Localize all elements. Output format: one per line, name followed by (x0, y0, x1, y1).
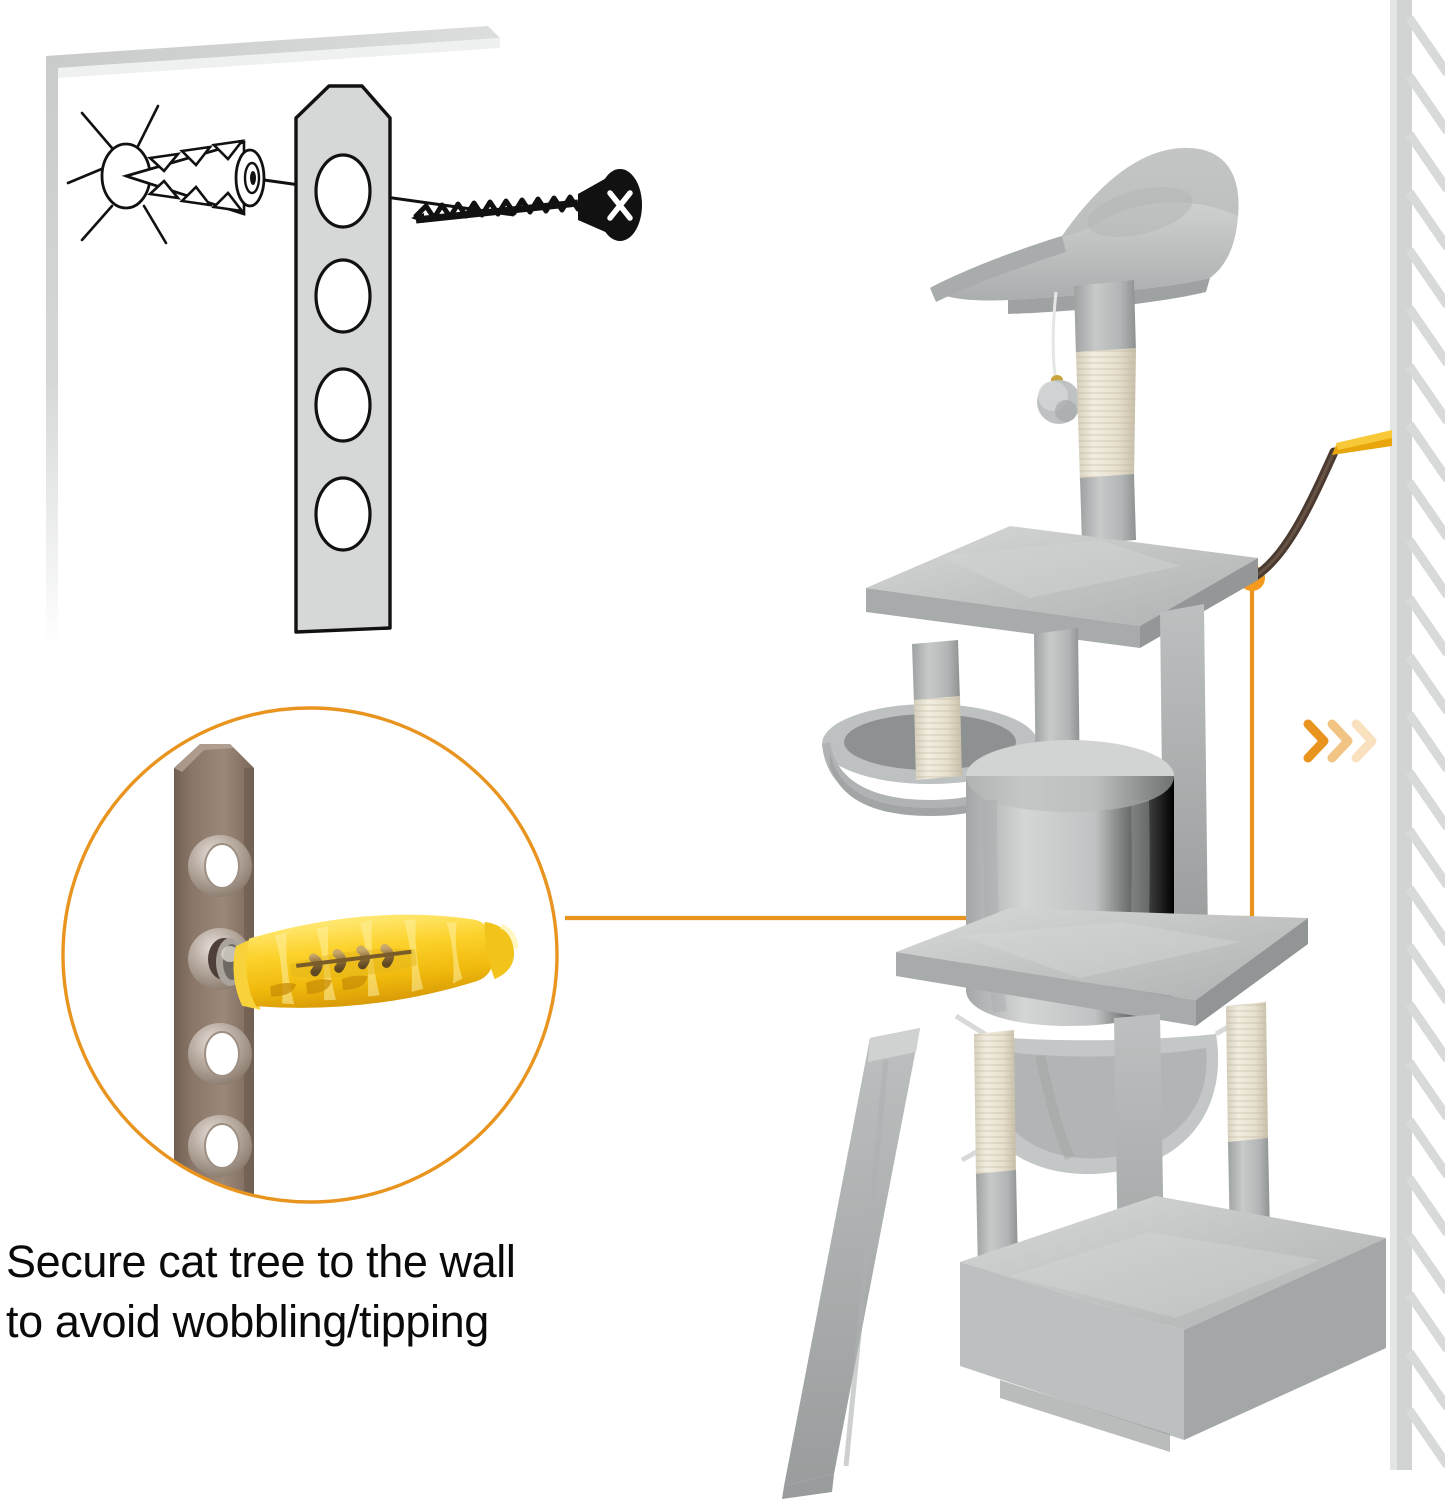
angled-ramp-support-icon (782, 1028, 920, 1499)
embedded-screw-icon (290, 943, 417, 978)
sisal-post-basket-icon (912, 640, 962, 780)
top-curved-lounger-icon (930, 147, 1239, 314)
sisal-scratching-post-top-icon (1074, 280, 1136, 544)
middle-platform-board-icon (896, 908, 1308, 1026)
base-sisal-posts-icon (974, 1002, 1270, 1378)
round-plush-basket-icon (822, 704, 1038, 816)
wall-hatch-icon (1405, 15, 1445, 1469)
yellow-plug-in-wall-icon (1332, 430, 1392, 455)
wall-surface-icon (46, 26, 500, 648)
mount-bracket-icon (294, 84, 392, 634)
room-wall-icon (1390, 0, 1445, 1470)
phillips-screw-icon (411, 169, 642, 241)
detail-callout-contents (63, 708, 557, 1202)
upper-support-column-icon (1034, 604, 1208, 946)
anchor-point-marker (1239, 565, 1265, 591)
anti-tip-strap-icon (1247, 430, 1392, 583)
base-board-icon (960, 1196, 1386, 1452)
upper-platform-board-icon (866, 526, 1258, 648)
direction-chevrons-icon (1303, 719, 1377, 763)
plush-hammock-icon (954, 1009, 1256, 1175)
yellow-wall-plug-icon (233, 914, 519, 1010)
bracket-grommet-icon (188, 835, 252, 1177)
caption-text: Secure cat tree to the wall to avoid wob… (6, 1236, 516, 1347)
wall-anchor-icon (66, 104, 266, 245)
callout-connector-line (565, 580, 1255, 921)
detail-callout (52, 706, 572, 1218)
callout-circle-ring (61, 706, 559, 1204)
hanging-ball-toy-icon (1037, 291, 1081, 424)
wall-panel-diagram (38, 8, 642, 648)
cylinder-condo-icon (966, 740, 1174, 1026)
